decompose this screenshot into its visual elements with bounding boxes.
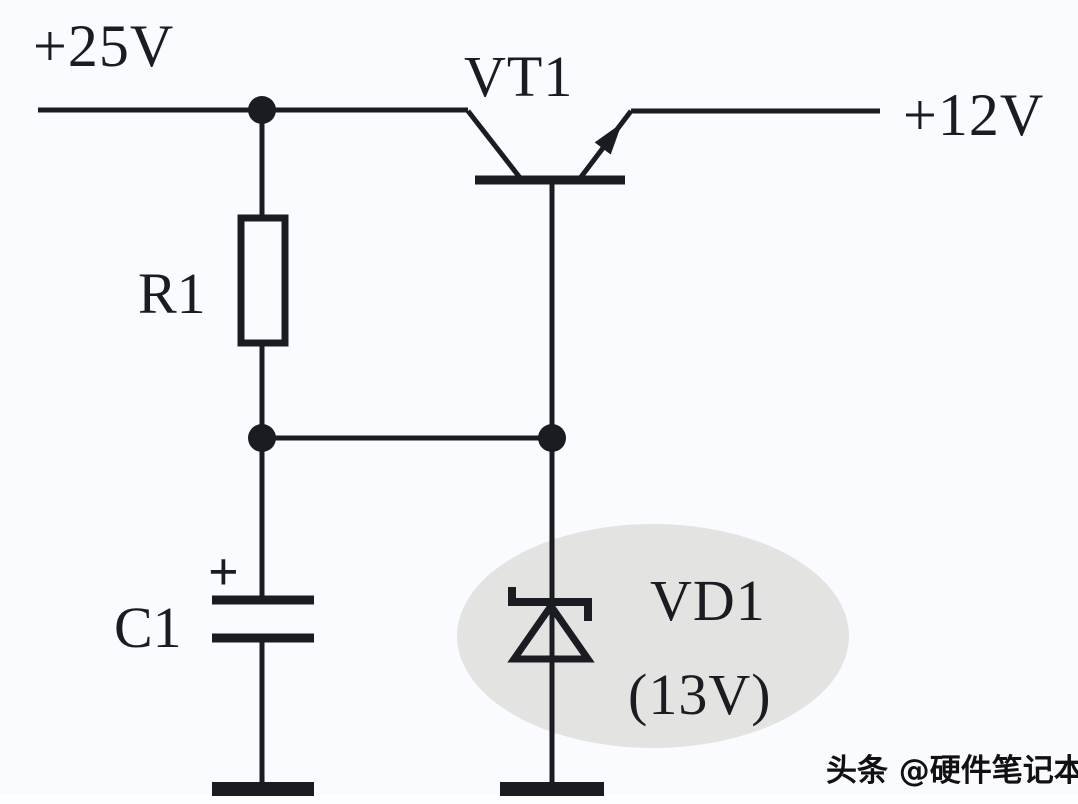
diode-label: VD1	[650, 568, 766, 633]
capacitor-label: C1	[114, 595, 182, 660]
transistor-vt1-symbol	[466, 109, 633, 185]
transistor-label: VT1	[464, 44, 573, 109]
input-voltage-label: +25V	[33, 13, 174, 79]
resistor-label: R1	[138, 261, 206, 326]
resistor-r1-symbol	[237, 214, 289, 347]
zener-vd1-symbol	[507, 587, 595, 663]
diode-voltage-label: (13V)	[628, 662, 772, 727]
bottom-strip	[0, 794, 1078, 804]
junction-dot-top	[248, 96, 276, 124]
capacitor-c1-symbol: +	[208, 542, 314, 643]
junction-dot-left	[248, 424, 276, 452]
vt1-collector-lead	[466, 109, 523, 181]
vd1-anode-triangle	[507, 599, 595, 663]
c1-polarity-plus: +	[208, 542, 239, 602]
output-voltage-label: +12V	[903, 82, 1044, 148]
watermark-text: 头条 @硬件笔记本	[826, 753, 1078, 789]
vt1-emitter-arrow-icon	[594, 123, 622, 155]
junction-dot-right	[538, 424, 566, 452]
zener-highlight-ellipse	[457, 524, 849, 748]
